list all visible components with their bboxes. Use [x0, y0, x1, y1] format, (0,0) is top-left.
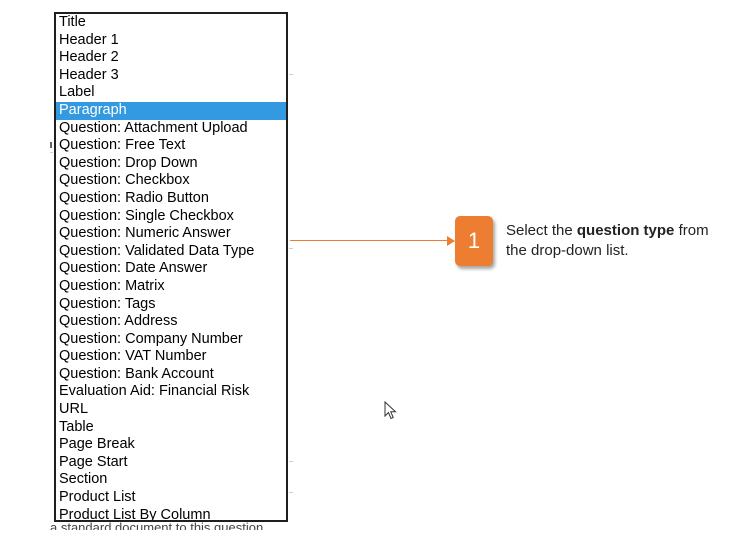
dropdown-option[interactable]: Header 1	[59, 31, 119, 48]
background-divider	[50, 142, 52, 148]
step-number-badge: 1	[455, 216, 493, 266]
callout-text-after: from the drop-down list.	[506, 222, 709, 259]
callout-text-bold: question type	[576, 222, 675, 239]
dropdown-option[interactable]: Table	[59, 418, 94, 435]
callout-text-before: Select the	[506, 222, 577, 239]
dropdown-option[interactable]: Page Start	[59, 453, 128, 470]
dropdown-option[interactable]: Question: Date Answer	[59, 260, 208, 277]
dropdown-option[interactable]: Question: Radio Button	[59, 189, 209, 206]
dropdown-option[interactable]: Title	[59, 14, 86, 30]
dropdown-option[interactable]: Page Break	[59, 436, 135, 453]
dropdown-option[interactable]: Question: Free Text	[59, 137, 186, 154]
dropdown-option[interactable]: Label	[59, 84, 95, 101]
background-divider	[289, 492, 293, 493]
dropdown-option[interactable]: Question: Matrix	[59, 277, 165, 294]
background-partial-text: a standard document to this question	[50, 520, 264, 530]
background-divider	[289, 461, 293, 462]
background-divider	[289, 74, 293, 75]
dropdown-option[interactable]: Evaluation Aid: Financial Risk	[59, 383, 250, 400]
callout-instruction: Select the question type from the drop-d…	[506, 221, 721, 261]
dropdown-option[interactable]: Question: VAT Number	[59, 348, 207, 365]
dropdown-option[interactable]: URL	[59, 401, 89, 418]
background-divider	[289, 248, 293, 249]
callout-connector-line	[290, 240, 452, 241]
dropdown-option[interactable]: Question: Numeric Answer	[59, 225, 231, 242]
dropdown-option[interactable]: Header 3	[59, 66, 119, 83]
dropdown-option[interactable]: Section	[59, 471, 108, 488]
dropdown-option[interactable]: Question: Address	[59, 313, 178, 330]
dropdown-option[interactable]: Header 2	[59, 49, 119, 66]
dropdown-option[interactable]: Question: Single Checkbox	[59, 207, 234, 224]
dropdown-option[interactable]: Question: Checkbox	[59, 172, 190, 189]
dropdown-option[interactable]: Product List By Column	[59, 506, 211, 522]
background-divider	[50, 152, 53, 153]
mouse-pointer-icon	[384, 401, 397, 420]
dropdown-option[interactable]: Question: Company Number	[59, 330, 243, 347]
dropdown-option[interactable]: Product List	[59, 489, 136, 506]
dropdown-option[interactable]: Question: Drop Down	[59, 154, 198, 171]
dropdown-option[interactable]: Question: Bank Account	[59, 365, 214, 382]
dropdown-option[interactable]: Paragraph	[56, 101, 286, 120]
dropdown-option[interactable]: Question: Validated Data Type	[59, 242, 255, 259]
dropdown-option[interactable]: Question: Attachment Upload	[59, 119, 248, 136]
dropdown-option[interactable]: Question: Tags	[59, 295, 156, 312]
callout-arrow-icon	[447, 236, 455, 246]
